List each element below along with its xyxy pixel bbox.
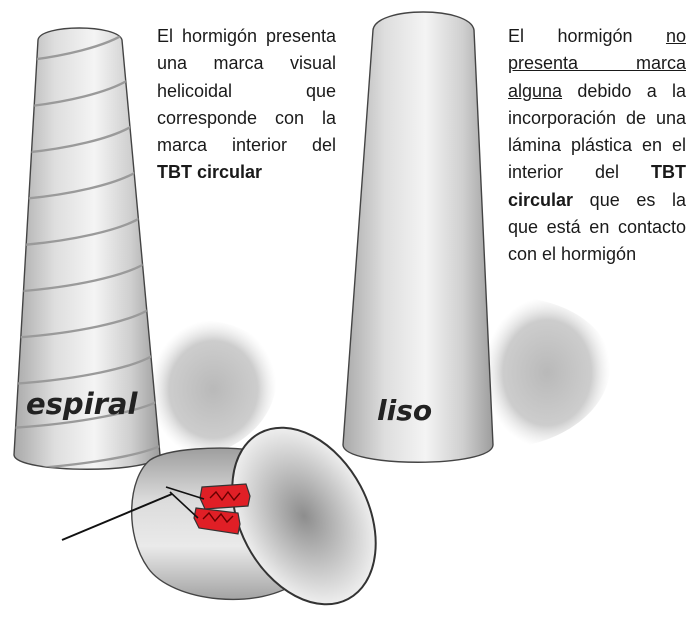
text-liso-body-1: El hormigón <box>508 26 666 46</box>
text-liso-underlined: no presenta marca alguna <box>508 26 686 101</box>
pointer-line-3 <box>169 491 199 519</box>
text-espiral-bold: TBT circular <box>157 162 263 183</box>
label-espiral: espiral <box>26 387 139 421</box>
spiral-marks <box>14 29 160 470</box>
red-seal-upper <box>199 483 251 510</box>
column-liso: liso <box>342 11 494 463</box>
text-espiral-body: El hormigón presenta una marca visual he… <box>157 26 336 156</box>
text-liso-body-3: que es la que está en contacto con el ho… <box>508 189 686 265</box>
column-espiral: espiral <box>13 27 161 470</box>
tube-mouth <box>231 426 377 606</box>
shadow-left-column <box>150 320 277 459</box>
text-liso-body-2: debido a la incorporación de una lámina … <box>508 80 686 183</box>
tbt-tube <box>61 426 377 606</box>
text-liso-bold: TBT circular <box>508 162 686 210</box>
red-seal-lower <box>193 507 241 535</box>
shadow-right-column <box>484 297 611 448</box>
pointer-line-2 <box>165 486 205 500</box>
pointer-line-1 <box>61 493 173 541</box>
description-liso: El hormigón no presenta marca alguna deb… <box>508 23 686 269</box>
label-liso: liso <box>377 394 432 427</box>
description-espiral: El hormigón presenta una marca visual he… <box>157 23 336 187</box>
